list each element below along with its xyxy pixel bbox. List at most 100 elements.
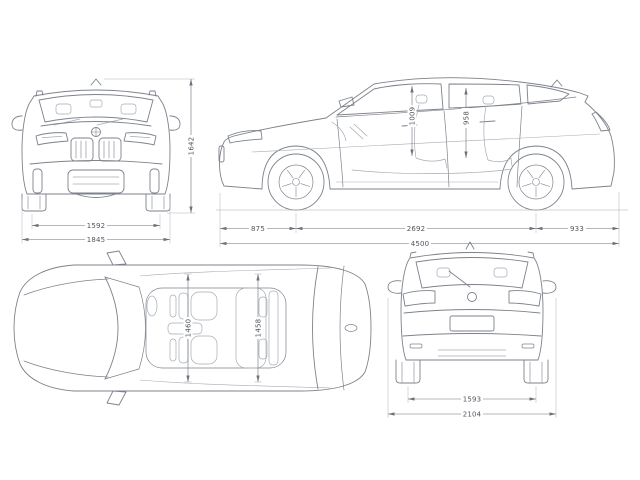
front-skid-plate [75, 193, 117, 198]
dim-label-front-width: 1845 [85, 235, 107, 244]
rear-reflector-right [521, 343, 535, 349]
front-rearview-mirror [89, 99, 103, 108]
top-passenger-seat [169, 335, 218, 365]
dim-label-rear-track: 1593 [461, 394, 483, 404]
top-driver-seat [169, 291, 218, 321]
side-mirror [338, 96, 355, 108]
top-dimensions: 1460 1458 [183, 273, 263, 383]
front-roof-rails [35, 90, 157, 97]
front-wheel-left [21, 193, 47, 212]
side-door-seams [336, 105, 523, 188]
side-window-quarter [526, 84, 570, 105]
front-kidney-grille [70, 137, 122, 162]
rear-wheel-left [395, 359, 421, 384]
rear-bumper-crease [402, 333, 542, 337]
extension-lines [387, 298, 557, 418]
rear-overhang-value: 933 [570, 225, 584, 233]
rear-taillight-right [508, 290, 542, 307]
top-windshield [104, 276, 119, 380]
dim-label-rear-width: 2104 [461, 409, 483, 419]
front-headlight-right [123, 132, 157, 146]
side-front-headrest [415, 94, 428, 104]
top-hatch-line [339, 265, 345, 391]
side-rear-seat [483, 105, 513, 167]
side-floor-line [351, 168, 513, 174]
rear-mirror-right [542, 280, 557, 294]
side-steering-wheel [349, 123, 368, 140]
side-view [215, 77, 629, 211]
dim-label-rear-headroom: 958 [461, 108, 471, 128]
rear-headroom-value: 958 [463, 111, 471, 125]
side-dashboard [331, 121, 347, 142]
top-mirror-right [106, 390, 127, 406]
dim-label-rear-overhang: 933 [568, 224, 586, 233]
top-body [13, 264, 372, 392]
front-wheel-right [145, 193, 171, 212]
wheelbase-value: 2692 [407, 225, 426, 233]
front-windshield [38, 94, 154, 123]
rear-roof-rails [409, 251, 535, 258]
rear-reflector-left [409, 343, 423, 349]
rear-interior [436, 267, 508, 278]
front-height-value: 1642 [188, 137, 196, 156]
side-beltline [335, 96, 577, 118]
dim-label-front-track: 1592 [85, 221, 107, 230]
front-headrest-left [55, 103, 72, 115]
top-antenna-icon [344, 324, 358, 332]
rear-width-value: 2104 [463, 411, 482, 419]
extension-lines [219, 192, 620, 247]
extension-ticks [184, 273, 262, 383]
front-mirror-left [11, 115, 23, 131]
side-interior [331, 94, 513, 174]
rear-dimensions: 1593 2104 [387, 298, 557, 419]
top-roof-front-edge [104, 276, 146, 380]
front-body [21, 89, 171, 195]
rear-antenna-icon [465, 241, 475, 250]
top-panoramic-roof [145, 287, 287, 369]
side-rear-headrest [482, 95, 495, 105]
rear-mirror-left [387, 280, 402, 294]
rear-window [415, 257, 529, 289]
rear-taillight-left [402, 290, 436, 307]
front-interior-width-value: 1460 [185, 319, 193, 338]
side-taillight [591, 111, 611, 132]
front-bmw-logo-icon [91, 127, 101, 137]
rear-tailgate-crease [403, 309, 541, 314]
top-mirror-left [106, 250, 127, 266]
side-antenna-icon [550, 79, 563, 88]
front-track-value: 1592 [87, 222, 106, 230]
front-cowl-line [40, 121, 152, 127]
front-headrest-right [120, 103, 137, 115]
rear-track-value: 1593 [463, 396, 482, 404]
dim-label-front-height: 1642 [186, 135, 196, 157]
front-view [11, 78, 181, 212]
rear-interior-width-value: 1458 [255, 319, 263, 338]
dim-label-rear-interior-width: 1458 [253, 317, 263, 339]
dim-label-front-overhang: 875 [249, 224, 267, 233]
front-headroom-value: 1009 [409, 107, 417, 126]
rear-body [400, 252, 544, 361]
front-headlight-left [35, 132, 69, 146]
front-antenna-icon [90, 78, 102, 86]
side-character-line [251, 133, 601, 153]
side-headlight [227, 130, 263, 144]
extension-lines [21, 78, 195, 244]
top-rear-window [312, 266, 319, 390]
side-wheel-rear [507, 153, 565, 211]
rear-bmw-logo-icon [467, 292, 477, 302]
overall-length-value: 4500 [411, 240, 430, 248]
front-dimensions: 1592 1845 1642 [21, 78, 196, 244]
front-mirror-right [169, 115, 181, 131]
rear-headrest-right [493, 267, 508, 278]
front-drl-lines [41, 136, 151, 138]
front-side-intake-right [149, 168, 160, 194]
top-beltlines [139, 267, 331, 389]
dim-label-front-headroom: 1009 [407, 105, 417, 127]
side-front-grille [218, 145, 225, 163]
rear-view [387, 241, 557, 384]
top-steering-wheel [146, 295, 158, 317]
side-body [219, 77, 615, 190]
side-dimensions: 1009 958 875 2692 933 4500 [219, 86, 620, 248]
